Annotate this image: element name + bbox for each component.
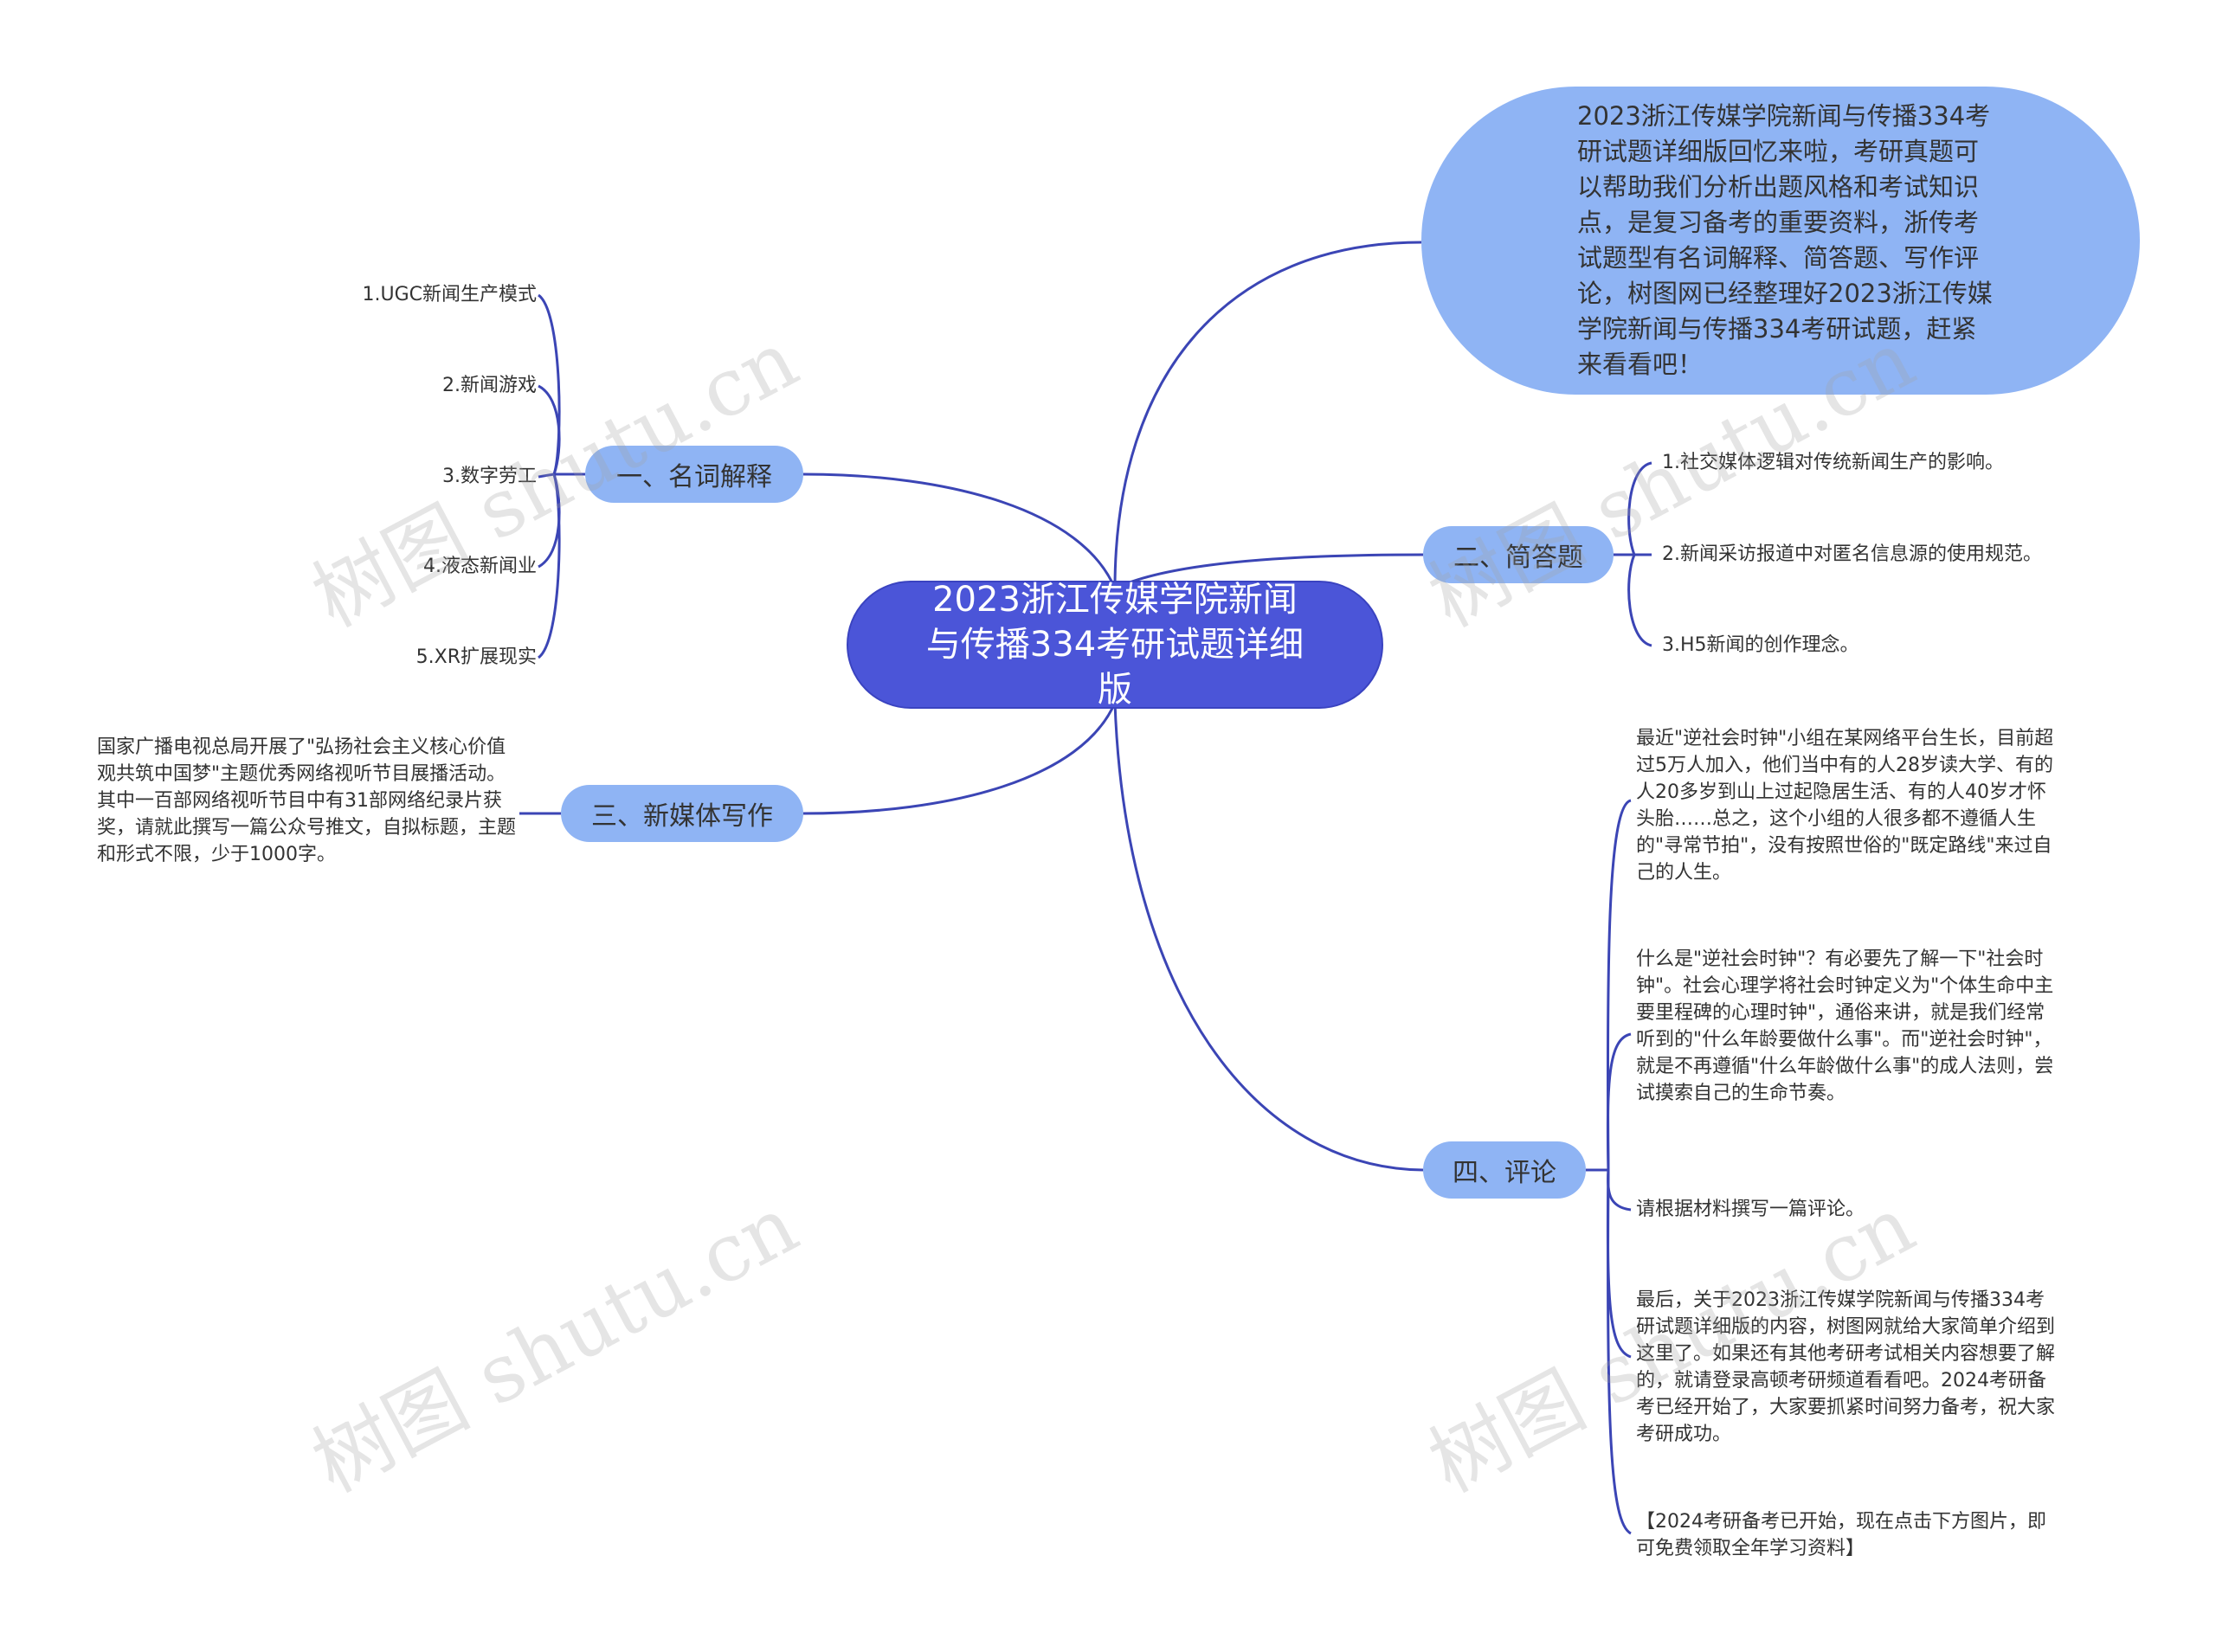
branch-new-media-writing[interactable]: 三、新媒体写作: [561, 785, 803, 842]
leaf-short-1: 1.社交媒体逻辑对传统新闻生产的影响。: [1662, 452, 2004, 473]
connector-root-b1: [802, 472, 1117, 589]
leaf-term-1: 1.UGC新闻生产模式: [362, 284, 537, 305]
leaf-commentary-4: 最后，关于2023浙江传媒学院新闻与传播334考研试题详细版的内容，树图网就给大…: [1636, 1289, 2056, 1445]
leaf-short-2: 2.新闻采访报道中对匿名信息源的使用规范。: [1662, 543, 2042, 565]
root-node[interactable]: 2023浙江传媒学院新闻与传播334考研试题详细版: [847, 580, 1383, 710]
leaf-commentary-2: 什么是"逆社会时钟"？有必要先了解一下"社会时钟"。社会心理学将社会时钟定义为"…: [1636, 948, 2054, 1104]
branch-commentary-label: 四、评论: [1453, 1158, 1556, 1188]
branch-terms[interactable]: 一、名词解释: [585, 446, 803, 503]
leaf-commentary-3: 请根据材料撰写一篇评论。: [1636, 1199, 1865, 1220]
leaf-commentary-5: 【2024考研备考已开始，现在点击下方图片，即可免费领取全年学习资料】: [1636, 1511, 2046, 1559]
intro-text: 2023浙江传媒学院新闻与传播334考研试题详细版回忆来啦，考研真题可以帮助我们…: [1577, 101, 1993, 379]
leaf-writing-1: 国家广播电视总局开展了"弘扬社会主义核心价值观共筑中国梦"主题优秀网络视听节目展…: [97, 736, 517, 865]
leaf-term-2: 2.新闻游戏: [442, 375, 537, 396]
leaf-term-5: 5.XR扩展现实: [416, 646, 537, 668]
leaf-commentary-1: 最近"逆社会时钟"小组在某网络平台生长，目前超过5万人加入，他们当中有的人28岁…: [1636, 728, 2054, 884]
connector-root-b3: [802, 702, 1117, 815]
leaf-term-3: 3.数字劳工: [442, 466, 537, 487]
connector-root-intro: [1113, 241, 1422, 589]
leaf-term-4: 4.液态新闻业: [423, 556, 537, 577]
branch-short-answer[interactable]: 二、简答题: [1423, 526, 1614, 583]
branch-commentary[interactable]: 四、评论: [1423, 1141, 1586, 1199]
leaf-short-3: 3.H5新闻的创作理念。: [1662, 634, 1859, 656]
branch-new-media-writing-label: 三、新媒体写作: [591, 801, 773, 832]
branch-terms-label: 一、名词解释: [616, 462, 772, 492]
root-title: 2023浙江传媒学院新闻与传播334考研试题详细版: [925, 580, 1304, 710]
intro-node[interactable]: 2023浙江传媒学院新闻与传播334考研试题详细版回忆来啦，考研真题可以帮助我们…: [1421, 87, 2140, 395]
branch-short-answer-label: 二、简答题: [1453, 543, 1583, 573]
connector-root-b4: [1113, 702, 1424, 1172]
